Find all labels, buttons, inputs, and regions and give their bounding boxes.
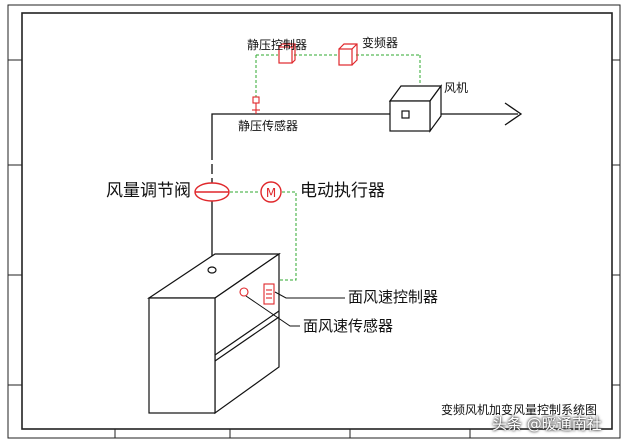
duct-lines (211, 102, 523, 270)
label-face-velocity-controller: 面风速控制器 (348, 288, 439, 306)
damper-device (194, 182, 230, 202)
actuator-symbol: M (266, 186, 276, 200)
label-face-velocity-sensor: 面风速传感器 (303, 317, 394, 335)
signal-wiring (230, 54, 421, 281)
drawing-frame (7, 4, 621, 439)
vfd-device (338, 43, 358, 66)
label-vfd: 变频器 (362, 36, 399, 50)
label-static-pressure-sensor: 静压传感器 (238, 119, 299, 133)
outer-border (7, 4, 621, 439)
face-velocity-devices (239, 283, 275, 305)
static-pressure-sensor-device (252, 96, 260, 114)
static-pressure-controller-device (278, 43, 296, 64)
actuator-device: M (260, 181, 282, 203)
face-velocity-sensor-symbol (239, 287, 249, 297)
face-velocity-controller-symbol (263, 283, 275, 305)
label-air-volume-damper: 风量调节阀 (106, 181, 191, 201)
inner-border (21, 12, 613, 430)
leader-lines (245, 291, 345, 327)
label-electric-actuator: 电动执行器 (300, 181, 385, 201)
label-fan: 风机 (444, 81, 469, 95)
fume-hood (147, 252, 281, 415)
diagram-title: 变频风机加变风量控制系统图 (441, 403, 598, 417)
fan-unit (388, 84, 443, 133)
watermark: 头条 @暖通南社 (492, 415, 602, 433)
label-static-pressure-controller: 静压控制器 (247, 38, 308, 52)
